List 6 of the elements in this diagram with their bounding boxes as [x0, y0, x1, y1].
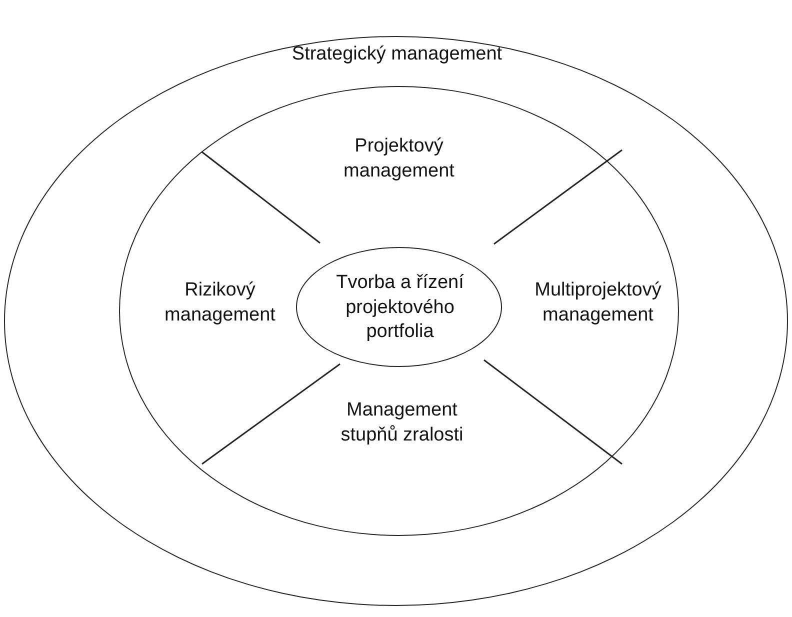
section-label: Tvorba a řízení projektového portfolia: [335, 270, 465, 344]
section-label: Multiprojektový management: [534, 278, 662, 327]
section-label: Strategický management: [290, 42, 504, 67]
section-label: Projektový management: [342, 134, 456, 183]
section-label: Rizikový management: [164, 278, 276, 327]
section-label: Management stupňů zralosti: [340, 398, 464, 447]
